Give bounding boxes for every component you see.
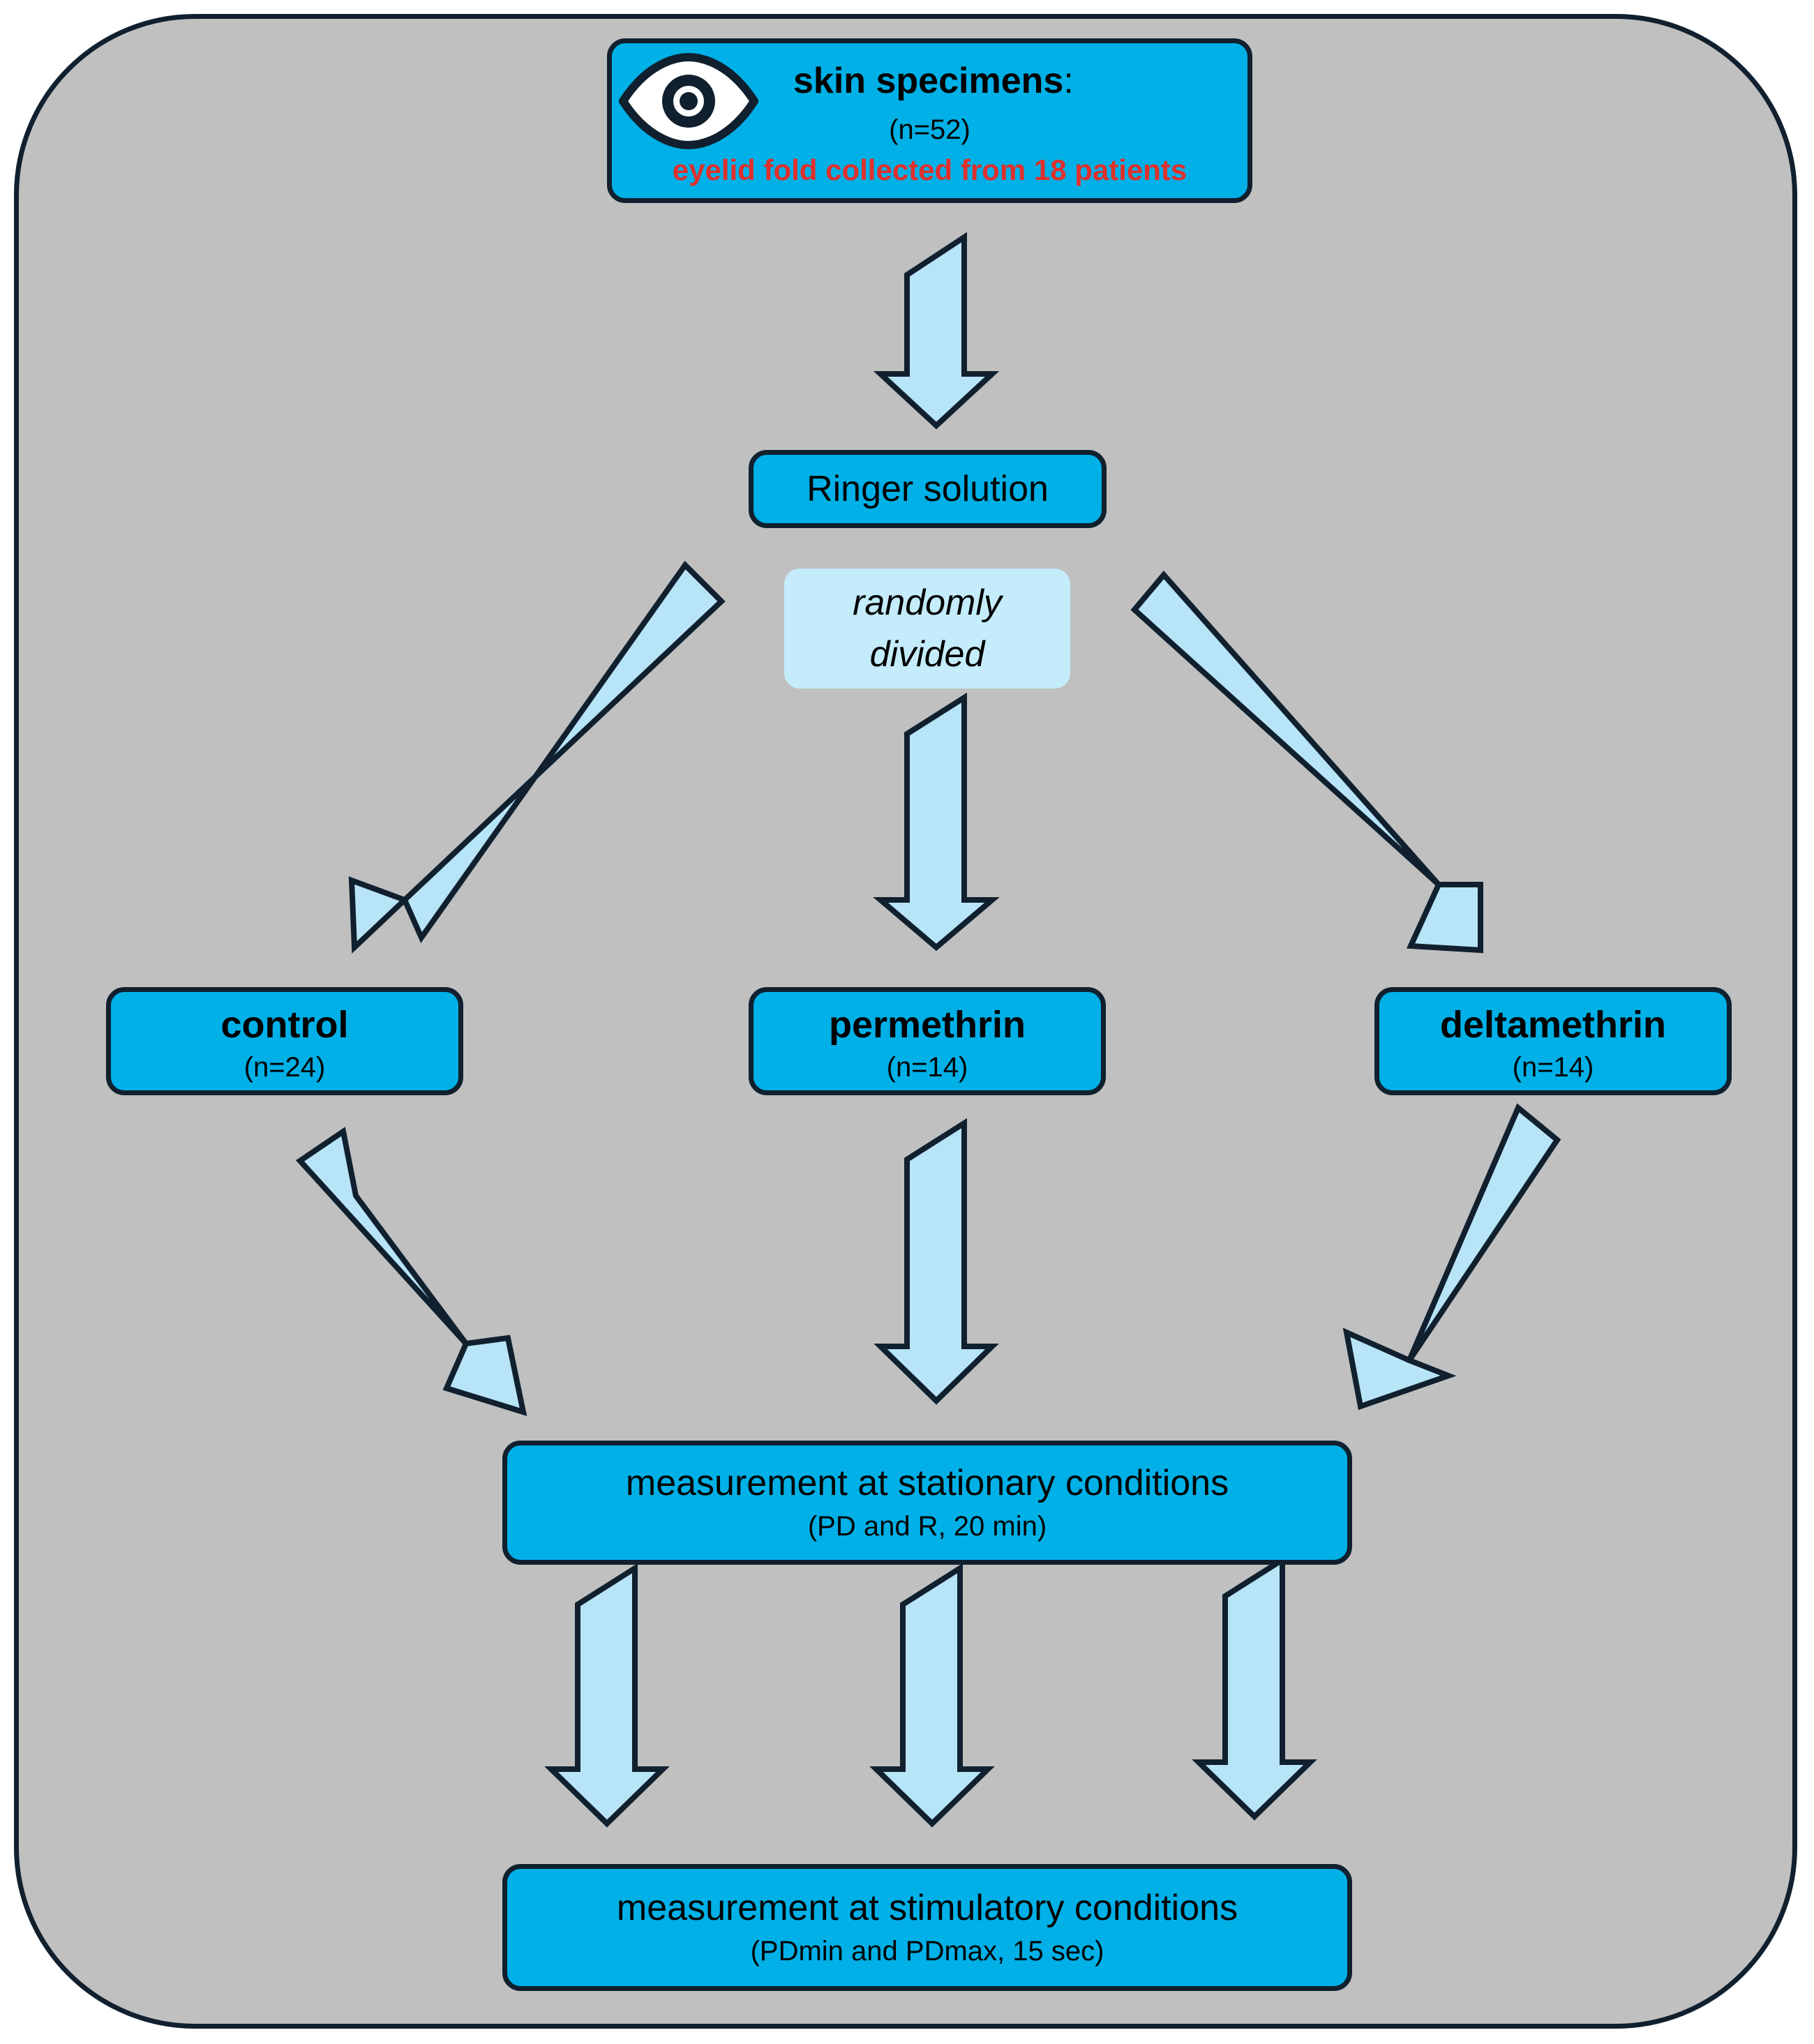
arrow-ringer-to-deltamethrin xyxy=(1130,570,1483,954)
specimens-count: (n=52) xyxy=(889,114,970,145)
group-name: permethrin xyxy=(828,1004,1026,1046)
group-box-deltamethrin: deltamethrin (n=14) xyxy=(1374,987,1732,1095)
divided-line-1: randomly xyxy=(853,583,1002,623)
stimulatory-label: measurement at stimulatory conditions xyxy=(616,1888,1238,1928)
arrow-stationary-to-stimulatory-right xyxy=(1192,1554,1317,1821)
group-name: control xyxy=(220,1004,349,1046)
specimens-title: skin specimens: xyxy=(793,60,1074,102)
arrow-control-to-stationary xyxy=(295,1127,527,1416)
stationary-measurement-box: measurement at stationary conditions (PD… xyxy=(502,1441,1352,1565)
arrow-stationary-to-stimulatory-center xyxy=(869,1563,995,1828)
arrow-ringer-to-control xyxy=(348,560,726,954)
arrow-ringer-to-permethrin xyxy=(873,692,1000,952)
stimulatory-detail: (PDmin and PDmax, 15 sec) xyxy=(750,1936,1104,1967)
group-box-control: control (n=24) xyxy=(106,987,463,1095)
ringer-solution-box: Ringer solution xyxy=(749,450,1107,528)
group-count: (n=14) xyxy=(886,1052,968,1083)
group-count: (n=14) xyxy=(1512,1052,1594,1083)
specimens-box: skin specimens: (n=52) eyelid fold colle… xyxy=(607,38,1252,203)
specimens-note: eyelid fold collected from 18 patients xyxy=(672,153,1187,186)
arrow-permethrin-to-stationary xyxy=(874,1118,999,1405)
stationary-label: measurement at stationary conditions xyxy=(625,1463,1229,1503)
stationary-detail: (PD and R, 20 min) xyxy=(807,1511,1047,1542)
group-box-permethrin: permethrin (n=14) xyxy=(749,987,1106,1095)
stimulatory-measurement-box: measurement at stimulatory conditions (P… xyxy=(502,1864,1352,1991)
divided-line-2: divided xyxy=(869,634,985,675)
randomly-divided-label: randomly divided xyxy=(784,569,1070,689)
group-count: (n=24) xyxy=(243,1052,326,1083)
specimens-title-text: skin specimens xyxy=(793,61,1064,101)
arrow-specimens-to-ringer xyxy=(873,232,1000,430)
arrow-deltamethrin-to-stationary xyxy=(1342,1103,1561,1411)
specimens-title-colon: : xyxy=(1063,61,1074,101)
arrow-stationary-to-stimulatory-left xyxy=(544,1563,670,1828)
group-name: deltamethrin xyxy=(1439,1004,1667,1046)
eye-icon xyxy=(619,52,758,150)
